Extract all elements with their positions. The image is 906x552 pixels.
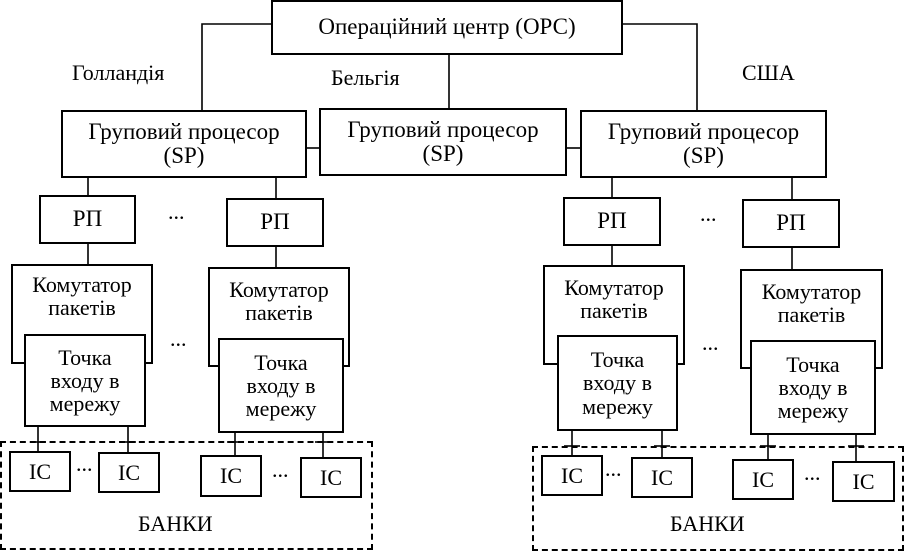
ic-label: ІС	[118, 459, 140, 485]
switch-line1: Комутатор	[229, 277, 329, 302]
ap-line1: Точка	[254, 349, 308, 375]
access-point-2: Точка входу в мережу	[218, 338, 344, 433]
rp-box-2: РП	[226, 198, 324, 247]
ops-center-box: Операційний центр (ОРС)	[271, 0, 623, 55]
rp-label: РП	[776, 210, 806, 236]
banks-region-left	[0, 441, 373, 550]
ap-line2: входу в	[246, 372, 316, 398]
gp-left-line1: Груповий процесор	[88, 118, 280, 144]
switch-line2: пакетів	[777, 302, 846, 328]
ellipsis-rp-right: ...	[700, 201, 717, 226]
country-netherlands: Голландія	[72, 60, 165, 85]
rp-box-3: РП	[563, 197, 661, 246]
ap-line3: мережу	[245, 396, 317, 422]
ic-label: ІС	[29, 458, 51, 484]
gp-left-line2: (SP)	[163, 143, 205, 168]
ellipsis-ic-1: ...	[76, 451, 93, 476]
gp-right-line2: (SP)	[683, 143, 724, 168]
link-opc-left	[201, 23, 272, 110]
ic-label: ІС	[561, 462, 583, 488]
rp-box-4: РП	[742, 199, 840, 248]
switch-line2: пакетів	[245, 300, 313, 326]
ellipsis-rp-left: ...	[168, 199, 185, 224]
ellipsis-ic-2: ...	[272, 457, 289, 482]
ic-box-6: ІС	[631, 457, 693, 498]
ap-line3: мережу	[777, 398, 849, 424]
ic-box-5: ІС	[541, 455, 603, 496]
country-usa: США	[742, 60, 795, 85]
group-processor-right: Груповий процесор (SP)	[580, 110, 827, 178]
banks-region-right	[532, 446, 904, 551]
ap-line2: входу в	[50, 367, 120, 393]
ap-line1: Точка	[786, 351, 840, 377]
ellipsis-ic-4: ...	[804, 460, 821, 485]
ellipsis-switch-left: ...	[170, 326, 187, 351]
ops-center-label: Операційний центр (ОРС)	[318, 14, 576, 40]
ap-line2: входу в	[778, 374, 848, 400]
gp-center-line2: (SP)	[422, 141, 464, 166]
switch-line1: Комутатор	[761, 279, 862, 304]
ic-box-4: ІС	[300, 457, 362, 498]
access-point-3: Точка входу в мережу	[557, 335, 678, 431]
ellipsis-switch-right: ...	[702, 330, 719, 355]
gp-right-line1: Груповий процесор	[607, 118, 800, 144]
ic-box-7: ІС	[732, 459, 794, 500]
ic-label: ІС	[320, 464, 342, 490]
switch-line1: Комутатор	[564, 275, 664, 300]
switch-line1: Комутатор	[32, 272, 132, 297]
group-processor-center: Груповий процесор (SP)	[319, 108, 567, 176]
ap-line1: Точка	[58, 344, 112, 370]
link-opc-right	[622, 23, 698, 110]
ap-line2: входу в	[583, 370, 652, 396]
ap-line3: мережу	[49, 391, 121, 417]
country-belgium: Бельгія	[331, 65, 400, 90]
ic-box-3: ІС	[200, 455, 262, 497]
rp-label: РП	[72, 206, 103, 232]
rp-label: РП	[260, 209, 290, 235]
access-point-4: Точка входу в мережу	[750, 340, 876, 435]
rp-label: РП	[597, 208, 627, 234]
ap-line1: Точка	[590, 347, 645, 373]
ic-label: ІС	[220, 463, 242, 489]
ap-line3: мережу	[582, 393, 653, 419]
banks-label-right: БАНКИ	[670, 511, 745, 536]
rp-box-1: РП	[39, 195, 136, 244]
access-point-1: Точка входу в мережу	[24, 334, 146, 427]
ellipsis-ic-3: ...	[605, 456, 622, 481]
banks-label-left: БАНКИ	[138, 511, 213, 536]
ic-label: ІС	[852, 468, 875, 494]
ic-label: ІС	[651, 464, 673, 490]
gp-center-line1: Груповий процесор	[347, 116, 539, 142]
ic-label: ІС	[752, 466, 774, 492]
ic-box-1: ІС	[9, 451, 71, 492]
ic-box-8: ІС	[832, 461, 895, 502]
switch-line2: пакетів	[580, 298, 648, 324]
switch-line2: пакетів	[48, 295, 116, 321]
ic-box-2: ІС	[98, 452, 160, 493]
group-processor-left: Груповий процесор (SP)	[61, 110, 307, 178]
